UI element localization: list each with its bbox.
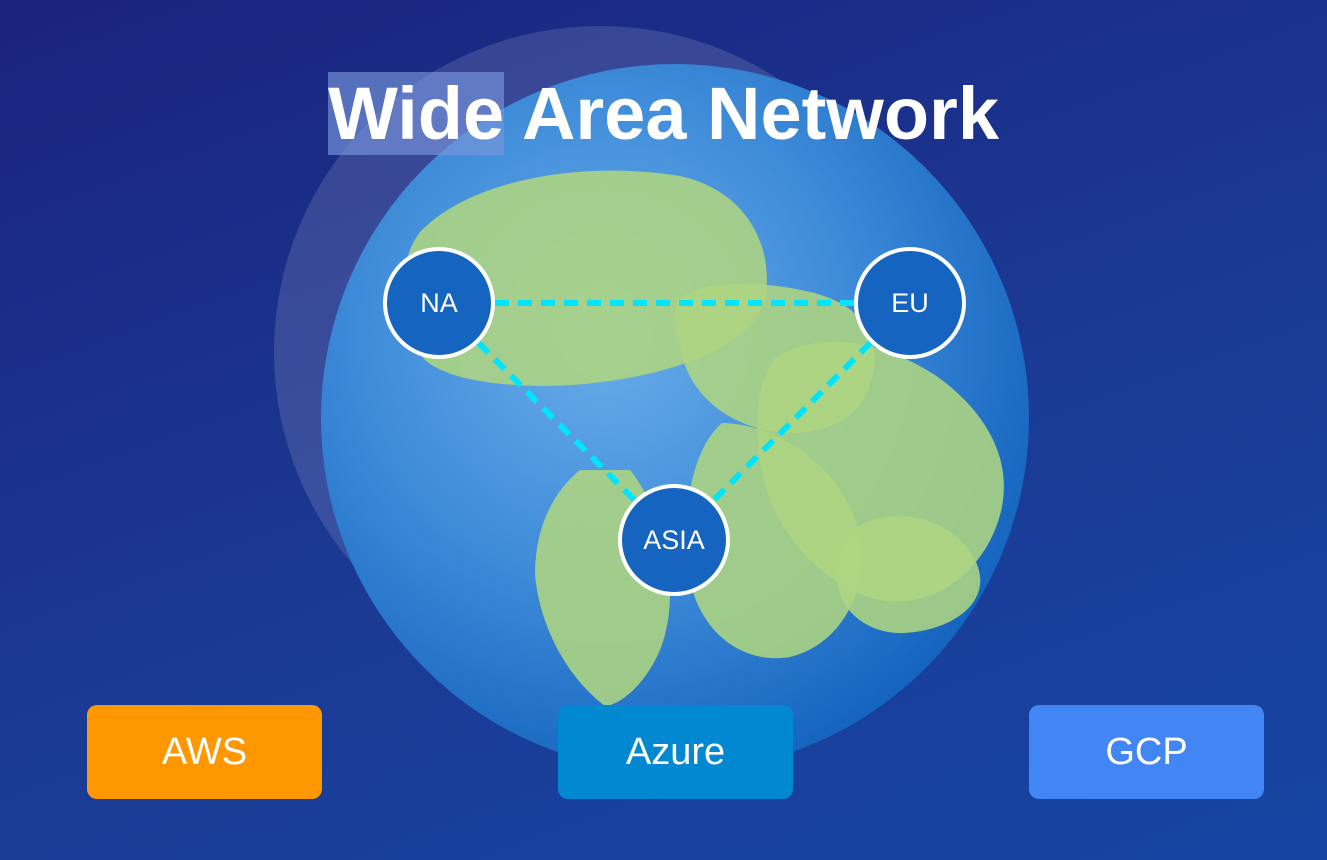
region-node-label: NA [420,287,458,318]
title-selected-text: Wide [328,72,505,155]
region-node-label: EU [891,287,929,318]
link-eu-asia [711,340,873,503]
continent-north-america [402,170,767,386]
gcp-button[interactable]: GCP [1029,705,1264,799]
title-rest-text: Area Network [504,72,999,155]
page-title: Wide Area Network [0,70,1327,158]
aws-label: AWS [161,730,248,773]
region-node-asia: ASIA [618,484,730,596]
region-node-eu: EU [854,247,966,359]
region-node-na: NA [383,247,495,359]
region-node-label: ASIA [643,524,705,555]
azure-label: Azure [625,730,726,773]
aws-button[interactable]: AWS [87,705,322,799]
gcp-label: GCP [1105,730,1188,773]
network-links [476,300,873,503]
continent-australia [836,516,981,634]
azure-button[interactable]: Azure [558,705,793,799]
continents [402,170,1004,706]
link-na-asia [476,340,637,503]
